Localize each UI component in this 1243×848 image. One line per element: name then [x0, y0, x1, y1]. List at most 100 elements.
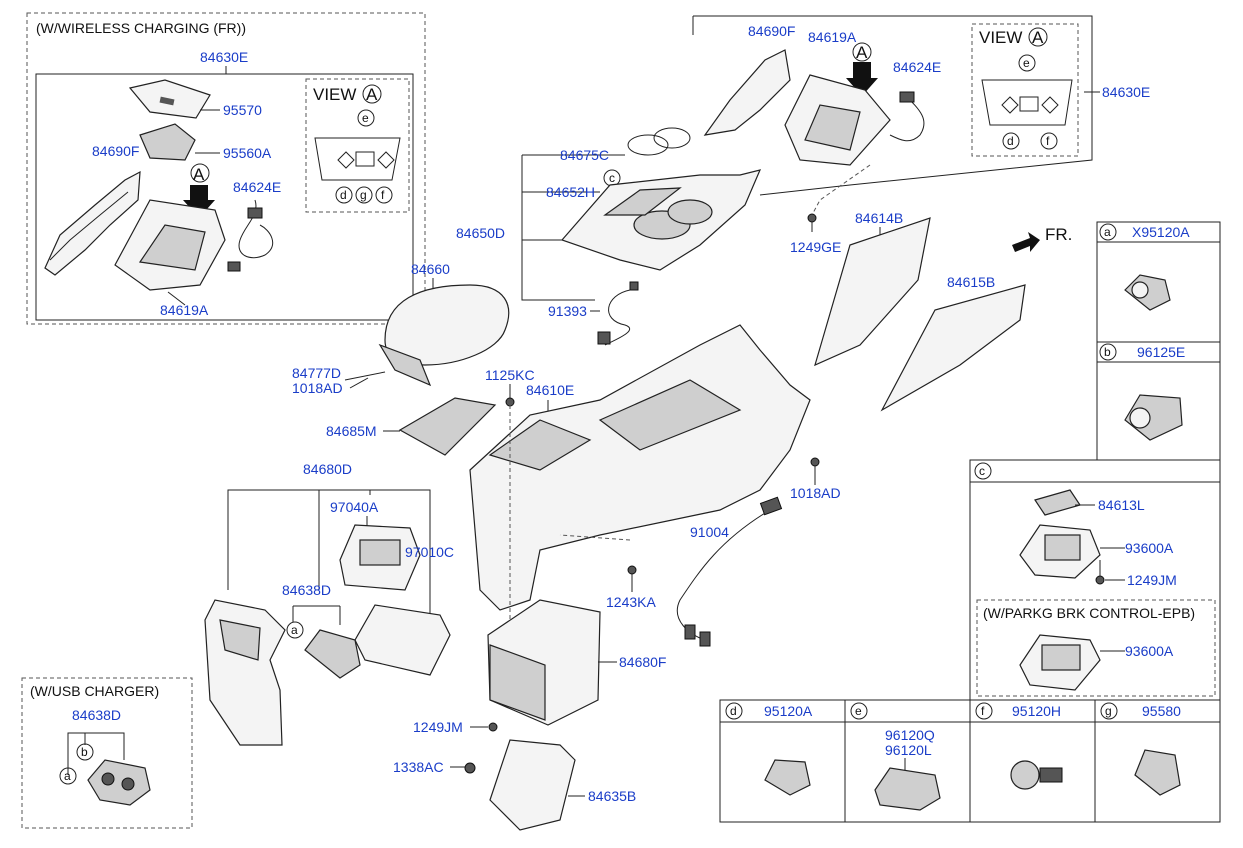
wireless-outer-frame — [26, 12, 426, 325]
label-X95120A[interactable]: X95120A — [1132, 224, 1190, 240]
label-84660[interactable]: 84660 — [411, 261, 450, 277]
storage-bin-group: 84680F 1249JM 1338AC 84635B — [393, 599, 666, 831]
label-1018AD-b[interactable]: 1018AD — [790, 485, 841, 501]
usb-charger-panel — [87, 759, 151, 806]
svg-text:A: A — [856, 43, 868, 62]
svg-text:VIEW: VIEW — [979, 28, 1022, 47]
svg-text:b: b — [81, 745, 88, 759]
usb-frame — [21, 677, 193, 829]
side-trim — [44, 170, 141, 276]
label-95580[interactable]: 95580 — [1142, 703, 1181, 719]
label-93600A[interactable]: 93600A — [1125, 540, 1174, 556]
usb-panel — [304, 629, 361, 679]
label-93600A-epb[interactable]: 93600A — [1125, 643, 1174, 659]
svg-text:c: c — [979, 464, 985, 478]
charging-pad — [139, 123, 196, 161]
upper-cover-group: 84675C 84652H c 84650D 91393 1249GE — [456, 127, 841, 346]
label-84613L[interactable]: 84613L — [1098, 497, 1145, 513]
switch-part — [1124, 394, 1183, 441]
label-84650D[interactable]: 84650D — [456, 225, 505, 241]
label-95120A[interactable]: 95120A — [764, 703, 813, 719]
label-84638D[interactable]: 84638D — [282, 582, 331, 598]
label-84615B[interactable]: 84615B — [947, 274, 995, 290]
side-trim-top — [703, 49, 791, 136]
socket-d — [764, 759, 811, 796]
label-97010C[interactable]: 97010C — [405, 544, 454, 560]
label-84610E[interactable]: 84610E — [526, 382, 574, 398]
usb-charger-group: (W/USB CHARGER) 84638D b a — [21, 677, 193, 829]
front-indicator: FR. — [1045, 225, 1072, 244]
rear-trim-panel — [204, 599, 286, 746]
svg-text:f: f — [981, 704, 985, 718]
label-84680F[interactable]: 84680F — [619, 654, 666, 670]
usb-header: (W/USB CHARGER) — [30, 683, 159, 699]
label-84777D[interactable]: 84777D — [292, 365, 341, 381]
rear-trim-group: 84680D 97040A 97010C 84638D a — [204, 461, 454, 746]
shift-bezel-group: 84630E 84690F 84619A A 84624E VIEW A e d… — [692, 15, 1150, 216]
label-1249JM[interactable]: 1249JM — [413, 719, 463, 735]
svg-text:A: A — [1032, 28, 1044, 47]
svg-text:b: b — [1104, 345, 1111, 359]
view-box-top — [971, 23, 1079, 157]
svg-text:e: e — [855, 704, 862, 718]
detail-table-right: a X95120A b 96125E c 84613L 93600A 1249J… — [969, 221, 1221, 701]
callout-f: f — [381, 188, 385, 202]
label-95570[interactable]: 95570 — [223, 102, 262, 118]
label-91004[interactable]: 91004 — [690, 524, 729, 540]
svg-text:c: c — [609, 171, 615, 185]
direction-arrow-icon — [183, 185, 215, 218]
label-84624E-top[interactable]: 84624E — [893, 59, 941, 75]
label-1018AD[interactable]: 1018AD — [292, 380, 343, 396]
armrest-group: 84660 84777D 1018AD 84685M — [292, 261, 510, 456]
label-84652H[interactable]: 84652H — [546, 184, 595, 200]
label-84624E[interactable]: 84624E — [233, 179, 281, 195]
label-96120L[interactable]: 96120L — [885, 742, 932, 758]
side-panel-rh — [880, 284, 1026, 412]
epb-header: (W/PARKG BRK CONTROL-EPB) — [983, 605, 1195, 621]
label-84619A[interactable]: 84619A — [160, 302, 209, 318]
svg-text:VIEW: VIEW — [313, 85, 356, 104]
boot-part — [1034, 489, 1081, 516]
label-1249GE[interactable]: 1249GE — [790, 239, 841, 255]
label-1338AC[interactable]: 1338AC — [393, 759, 444, 775]
console-body — [469, 324, 811, 611]
svg-text:d: d — [730, 704, 737, 718]
label-84619A-top[interactable]: 84619A — [808, 29, 857, 45]
label-1243KA[interactable]: 1243KA — [606, 594, 656, 610]
label-97040A[interactable]: 97040A — [330, 499, 379, 515]
callout-e: e — [362, 111, 369, 125]
label-95560A[interactable]: 95560A — [223, 145, 272, 161]
wiring-harness — [238, 199, 274, 259]
callout-d: d — [340, 188, 347, 202]
rear-storage — [354, 604, 451, 676]
label-84675C[interactable]: 84675C — [560, 147, 609, 163]
svg-text:a: a — [64, 769, 71, 783]
label-95120H[interactable]: 95120H — [1012, 703, 1061, 719]
svg-text:A: A — [193, 165, 205, 184]
svg-text:f: f — [1046, 134, 1050, 148]
side-panel-lh — [814, 217, 931, 367]
label-91393[interactable]: 91393 — [548, 303, 587, 319]
front-arrow-icon — [1012, 232, 1040, 252]
wireless-charging-group: (W/WIRELESS CHARGING (FR)) 84630E 95570 … — [26, 12, 426, 325]
label-84690F-top[interactable]: 84690F — [748, 23, 795, 39]
wireless-header: (W/WIRELESS CHARGING (FR)) — [36, 20, 246, 36]
label-84685M[interactable]: 84685M — [326, 423, 377, 439]
label-84630E[interactable]: 84630E — [200, 49, 248, 65]
label-1249JM-c[interactable]: 1249JM — [1127, 572, 1177, 588]
label-84614B[interactable]: 84614B — [855, 210, 903, 226]
label-84630E-top[interactable]: 84630E — [1102, 84, 1150, 100]
label-84638D-usb[interactable]: 84638D — [72, 707, 121, 723]
label-84690F[interactable]: 84690F — [92, 143, 139, 159]
armrest-lid — [384, 284, 510, 366]
armrest-pad — [398, 397, 497, 456]
module-g — [1134, 749, 1181, 796]
label-96125E[interactable]: 96125E — [1137, 344, 1185, 360]
svg-text:A: A — [366, 85, 378, 104]
svg-text:a: a — [291, 623, 298, 637]
label-84680D[interactable]: 84680D — [303, 461, 352, 477]
label-96120Q[interactable]: 96120Q — [885, 727, 935, 743]
label-84635B[interactable]: 84635B — [588, 788, 636, 804]
svg-text:e: e — [1023, 56, 1030, 70]
label-1125KC[interactable]: 1125KC — [485, 367, 535, 383]
